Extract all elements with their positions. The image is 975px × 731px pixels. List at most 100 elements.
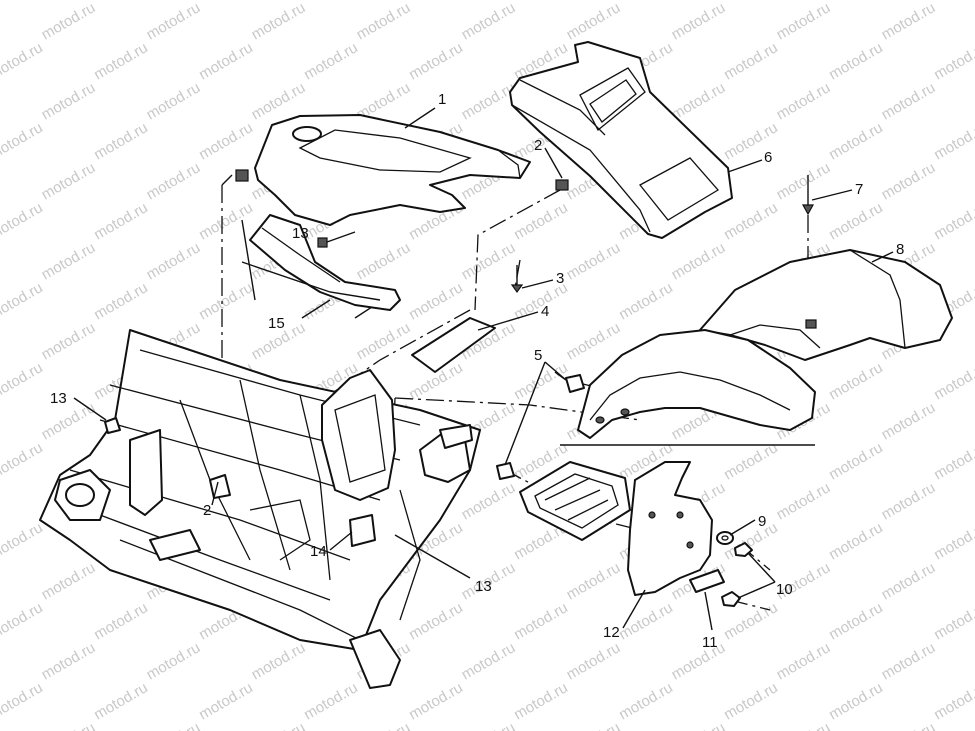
watermark-text: motod.ru [879,719,939,731]
watermark-text: motod.ru [931,599,975,643]
watermark-text: motod.ru [826,679,886,723]
callout-15: 15 [268,315,285,332]
watermark-text: motod.ru [91,199,151,243]
watermark-text: motod.ru [39,239,99,283]
watermark-text: motod.ru [826,519,886,563]
plate-part-4 [411,317,496,373]
watermark-text: motod.ru [459,239,519,283]
watermark-text: motod.ru [774,79,834,123]
watermark-text: motod.ru [774,479,834,523]
watermark-text: motod.ru [196,0,256,3]
watermark-text: motod.ru [39,319,99,363]
watermark-text: motod.ru [406,599,466,643]
callout-8: 8 [896,241,904,258]
watermark-text: motod.ru [879,0,939,43]
watermark-text: motod.ru [39,159,99,203]
watermark-text: motod.ru [196,119,256,163]
watermark-text: motod.ru [354,239,414,283]
watermark-text: motod.ru [301,679,361,723]
watermark-text: motod.ru [721,199,781,243]
watermark-text: motod.ru [0,0,46,3]
watermark-text: motod.ru [249,0,309,43]
watermark-text: motod.ru [931,39,975,83]
callout-13: 13 [292,225,309,242]
watermark-text: motod.ru [354,319,414,363]
watermark-text: motod.ru [826,119,886,163]
callout-10: 10 [776,581,793,598]
callout-3: 3 [556,270,564,287]
watermark-text: motod.ru [459,719,519,731]
watermark-text: motod.ru [931,519,975,563]
callout-5: 5 [534,347,542,364]
callout-labels: 1 2 2 3 4 5 6 7 8 9 10 11 12 13 13 13 14… [50,91,904,651]
watermark-text: motod.ru [196,199,256,243]
watermark-text: motod.ru [511,679,571,723]
watermark-text: motod.ru [406,39,466,83]
watermark-text: motod.ru [669,79,729,123]
watermark-text: motod.ru [249,639,309,683]
watermark-text: motod.ru [354,719,414,731]
plate-part-11 [689,569,725,593]
watermark-text: motod.ru [144,0,204,43]
watermark-text: motod.ru [91,39,151,83]
watermark-text: motod.ru [669,0,729,43]
chassis-frame [39,329,481,689]
nut-icon [721,591,741,607]
screw-icon [510,265,524,294]
watermark-text: motod.ru [826,439,886,483]
screw-icon [801,175,815,216]
callout-1: 1 [438,91,446,108]
lower-panel-part-15 [241,214,401,311]
watermark-text: motod.ru [144,79,204,123]
watermark-text: motod.ru [91,0,151,3]
watermark-text: motod.ru [459,639,519,683]
grommet-icon [235,169,249,182]
callout-2: 2 [203,502,211,519]
watermark-text: motod.ru [774,719,834,731]
front-cover-part-1 [254,114,531,226]
watermark-text: motod.ru [91,599,151,643]
watermark-text: motod.ru [879,639,939,683]
watermark-text: motod.ru [564,639,624,683]
watermark-text: motod.ru [931,199,975,243]
watermark-text: motod.ru [406,679,466,723]
watermark-text: motod.ru [669,639,729,683]
watermark-text: motod.ru [931,0,975,3]
watermark-text: motod.ru [301,0,361,3]
watermark-text: motod.ru [39,0,99,43]
watermark-text: motod.ru [196,279,256,323]
callout-12: 12 [603,624,620,641]
callout-9: 9 [758,513,766,530]
watermark-text: motod.ru [826,199,886,243]
watermark-text: motod.ru [39,79,99,123]
watermark-text: motod.ru [931,679,975,723]
watermark-text: motod.ru [826,599,886,643]
callout-13: 13 [50,390,67,407]
watermark-text: motod.ru [39,719,99,731]
callout-leaders [73,107,894,631]
watermark-text: motod.ru [564,319,624,363]
watermark-text: motod.ru [564,239,624,283]
watermark-text: motod.ru [196,39,256,83]
watermark-text: motod.ru [144,239,204,283]
watermark-text: motod.ru [0,359,46,403]
watermark-text: motod.ru [91,679,151,723]
bolt-icon [496,462,515,480]
watermark-text: motod.ru [826,359,886,403]
callout-2: 2 [534,137,542,154]
watermark-text: motod.ru [249,719,309,731]
watermark-text: motod.ru [354,0,414,43]
watermark-text: motod.ru [721,39,781,83]
watermark-text: motod.ru [616,279,676,323]
watermark-text: motod.ru [879,399,939,443]
watermark-text: motod.ru [564,0,624,43]
watermark-text: motod.ru [144,719,204,731]
watermark-text: motod.ru [511,359,571,403]
watermark-text: motod.ru [459,79,519,123]
watermark-text: motod.ru [564,559,624,603]
watermark-text: motod.ru [931,359,975,403]
watermark-text: motod.ru [91,119,151,163]
watermark-text: motod.ru [301,39,361,83]
callout-4: 4 [541,303,549,320]
